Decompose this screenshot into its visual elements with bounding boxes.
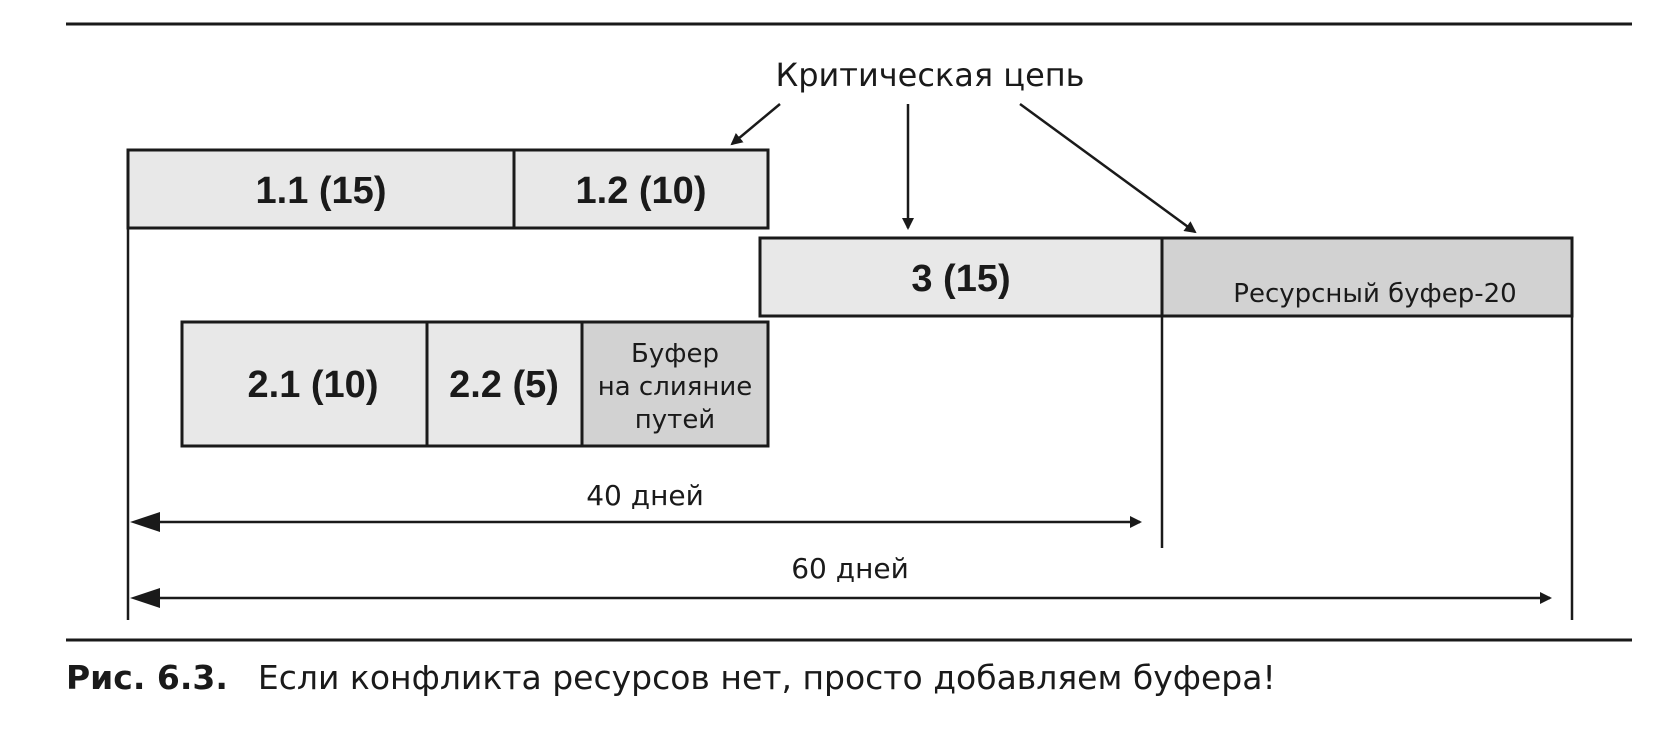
dimension-40-label: 40 дней bbox=[586, 479, 704, 512]
task-1-1-label: 1.1 (15) bbox=[256, 170, 387, 212]
task-1-2 bbox=[512, 148, 770, 230]
critical-arrow-left bbox=[730, 103, 781, 146]
critical-arrow-right bbox=[1019, 102, 1197, 234]
task-1-1 bbox=[126, 148, 516, 230]
dimension-60-label: 60 дней bbox=[791, 552, 909, 585]
merge-buffer-line-3: путей bbox=[635, 405, 715, 435]
resource-buffer bbox=[1160, 236, 1574, 318]
task-3-label: 3 (15) bbox=[911, 258, 1010, 300]
caption-number: Рис. 6.3. bbox=[66, 658, 228, 697]
task-2-2-label: 2.2 (5) bbox=[449, 364, 559, 406]
task-2-1-label: 2.1 (10) bbox=[248, 364, 379, 406]
task-3 bbox=[758, 236, 1164, 318]
task-1-2-label: 1.2 (10) bbox=[576, 170, 707, 212]
task-2-2 bbox=[425, 320, 584, 448]
resource-buffer-label: Ресурсный буфер-20 bbox=[1233, 279, 1516, 309]
dimension-60-arrowhead-left bbox=[130, 588, 160, 608]
caption-text: Если конфликта ресурсов нет, просто доба… bbox=[257, 658, 1276, 697]
task-2-1 bbox=[180, 320, 429, 448]
critical-chain-label: Критическая цепь bbox=[775, 56, 1084, 94]
figure-caption: Рис. 6.3. Если конфликта ресурсов нет, пр… bbox=[66, 658, 1276, 697]
dimension-40-arrowhead-left bbox=[130, 512, 160, 532]
merge-buffer-line-1: Буфер bbox=[631, 339, 719, 369]
merge-buffer bbox=[580, 320, 770, 448]
merge-buffer-line-2: на слияние bbox=[598, 372, 753, 402]
